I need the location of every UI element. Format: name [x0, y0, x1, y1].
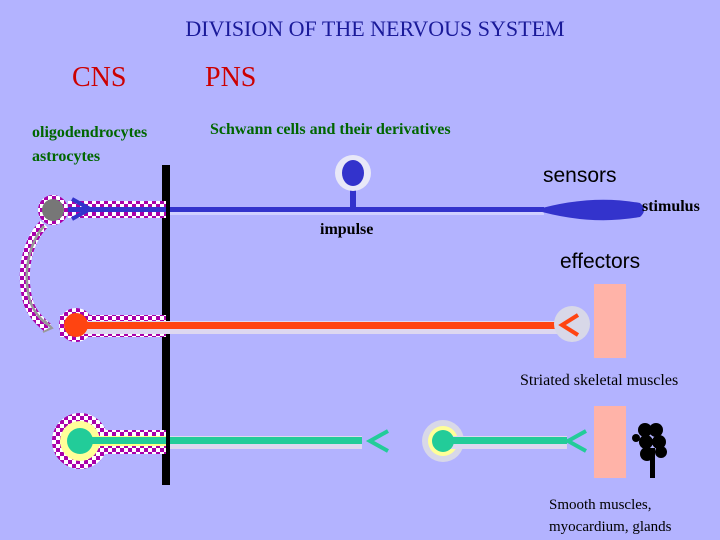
- neuromuscular-junction-halo: [554, 306, 590, 342]
- somatic-motor-neuron: [59, 284, 626, 358]
- effectors-label: effectors: [560, 250, 641, 273]
- sensory-ganglion-cell: [342, 160, 364, 186]
- sensory-axon-highlight: [170, 212, 544, 215]
- smooth-label-line1: Smooth muscles,: [549, 497, 652, 513]
- postganglionic-axon: [447, 437, 567, 444]
- interneuron-axon: [25, 225, 51, 328]
- interneuron-terminal: [42, 319, 54, 333]
- striated-muscle-fiber: [594, 284, 626, 358]
- sensory-axon-cns: [66, 207, 166, 212]
- postganglionic-neuron-soma: [432, 430, 454, 452]
- cns-cells-line1: oligodendrocytes: [32, 124, 148, 141]
- cns-heading: CNS: [72, 62, 127, 93]
- sensors-label: sensors: [543, 164, 617, 187]
- cns-cells-line2: astrocytes: [32, 148, 101, 165]
- smooth-muscle-fiber: [594, 406, 626, 478]
- sensory-axon-terminal: [71, 197, 95, 221]
- motor-neuron-soma: [64, 313, 88, 337]
- sensory-ganglion-stalk: [350, 185, 356, 209]
- stimulus-label: stimulus: [642, 198, 700, 215]
- pns-heading: PNS: [205, 62, 257, 93]
- interneuron: [19, 220, 54, 333]
- sensory-axon-pns: [170, 207, 544, 212]
- interneuron-sheath: [19, 220, 52, 332]
- gland-icon: [632, 423, 667, 478]
- motor-end-plate: [558, 313, 580, 337]
- cns-glial-cells: oligodendrocytes astrocytes: [32, 121, 147, 169]
- impulse-label: impulse: [320, 221, 374, 238]
- preganglionic-axon-cns: [84, 437, 166, 444]
- striated-muscles-label: Striated skeletal muscles: [520, 372, 679, 389]
- sensory-neuron: [38, 155, 644, 225]
- preganglionic-neuron-soma: [67, 428, 93, 454]
- preganglionic-terminal: [365, 429, 389, 453]
- motor-axon: [80, 322, 564, 329]
- diagram-title: DIVISION OF THE NERVOUS SYSTEM: [185, 16, 565, 41]
- smooth-label-line2: myocardium, glands: [549, 519, 672, 535]
- pns-glial-cells: Schwann cells and their derivatives: [210, 121, 451, 138]
- smooth-muscles-label: Smooth muscles, myocardium, glands: [549, 494, 671, 538]
- autonomic-pathway: [52, 406, 667, 478]
- sensor-receptor: [535, 199, 644, 221]
- cns-neuron-soma: [42, 199, 64, 221]
- postganglionic-terminal: [563, 429, 587, 453]
- preganglionic-axon-pns: [170, 437, 362, 444]
